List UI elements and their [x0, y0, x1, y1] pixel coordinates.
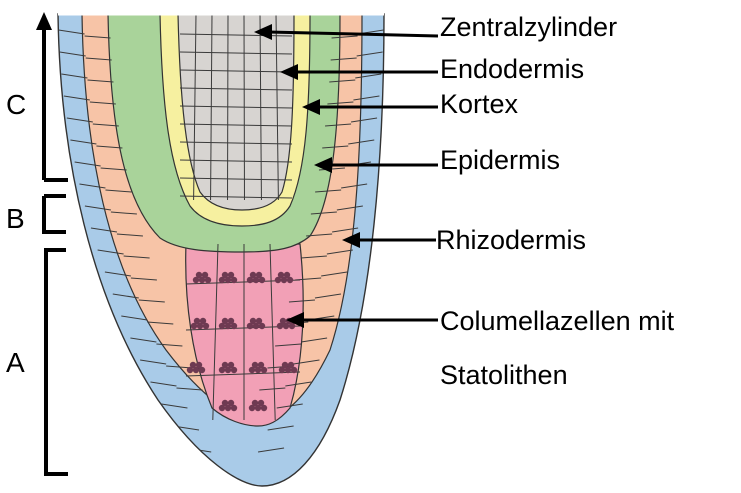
- zone-c-letter: C: [6, 89, 26, 120]
- statolith: [222, 400, 228, 406]
- statolith: [280, 318, 286, 324]
- statolith: [200, 318, 206, 324]
- statolith: [284, 272, 290, 278]
- label-kortex: Kortex: [440, 89, 519, 119]
- statolith: [228, 400, 234, 406]
- root-tissue-layers: [58, 14, 384, 486]
- statolith: [258, 400, 264, 406]
- statolith: [190, 362, 196, 368]
- statolith: [256, 318, 262, 324]
- label-columella-line1: Columellazellen mit: [440, 306, 675, 336]
- label-rhizodermis: Rhizodermis: [436, 225, 586, 255]
- statolith: [252, 400, 258, 406]
- statolith: [222, 272, 228, 278]
- statolith: [258, 362, 264, 368]
- statolith: [278, 272, 284, 278]
- statolith: [196, 272, 202, 278]
- bracket-b: [44, 196, 66, 232]
- statolith: [252, 362, 258, 368]
- bracket-a: [46, 250, 68, 474]
- statolith: [202, 272, 208, 278]
- statolith: [282, 362, 288, 368]
- statolith: [228, 362, 234, 368]
- label-zentralzylinder: Zentralzylinder: [440, 12, 617, 42]
- statolith: [196, 362, 202, 368]
- statolith: [222, 362, 228, 368]
- statolith: [256, 272, 262, 278]
- statolith: [194, 318, 200, 324]
- label-columella-line2: Statolithen: [440, 360, 568, 390]
- statolith: [222, 318, 228, 324]
- label-epidermis: Epidermis: [440, 145, 560, 175]
- statolith: [250, 272, 256, 278]
- bracket-c-arrowhead: [36, 12, 52, 30]
- statolith: [288, 362, 294, 368]
- statolith: [250, 318, 256, 324]
- statolith: [228, 272, 234, 278]
- zone-a-letter: A: [6, 347, 25, 378]
- zone-b-letter: B: [6, 203, 25, 234]
- statolith: [228, 318, 234, 324]
- label-endodermis: Endodermis: [440, 54, 584, 84]
